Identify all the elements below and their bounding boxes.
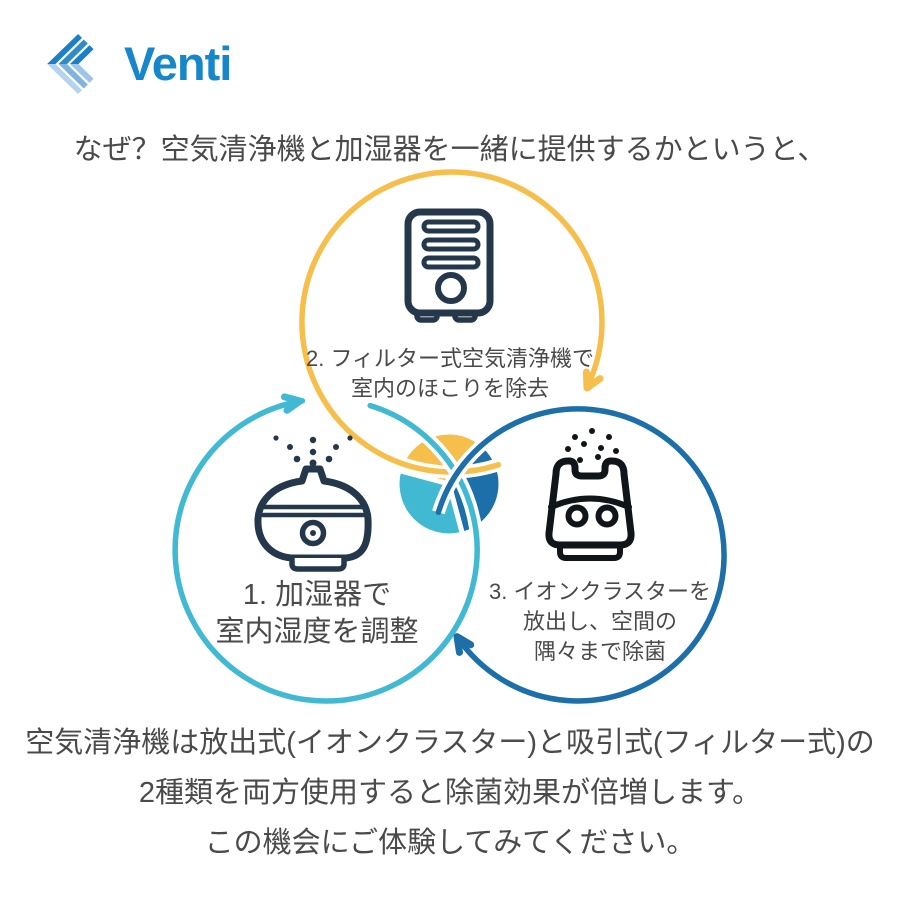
humidifier-icon	[254, 435, 372, 572]
cyan-arrowhead-icon	[281, 393, 304, 414]
step-3-label-line-2: 放出し、空間の	[522, 609, 677, 634]
step-2-label-line-1: 2. フィルター式空気清浄機で	[305, 346, 595, 371]
step-2-label-line-2: 室内のほこりを除去	[350, 376, 549, 401]
ion-dots	[565, 428, 619, 463]
step-3-label-line-1: 3. イオンクラスターを	[488, 579, 712, 604]
footer-line-1: 空気清浄機は放出式(イオンクラスター)と吸引式(フィルター式)の	[25, 727, 875, 759]
venti-logo-icon	[47, 34, 109, 94]
air-purifier-icon	[404, 208, 494, 323]
step-1-label-line-1: 1. 加湿器で	[242, 579, 392, 611]
ion-cluster-icon	[545, 428, 635, 561]
brand-name: Venti	[124, 37, 232, 90]
footer-description: 空気清浄機は放出式(イオンクラスター)と吸引式(フィルター式)の 2種類を両方使…	[0, 718, 900, 868]
step-3-label-line-3: 隅々まで除菌	[533, 639, 666, 664]
mist-dots	[273, 435, 353, 467]
step-1-label-line-2: 室内湿度を調整	[215, 616, 419, 648]
page-title: なぜ？空気清浄機と加湿器を一緒に提供するかというと、	[73, 134, 827, 166]
yellow-cycle-arrow	[295, 165, 609, 479]
step-3-label: 3. イオンクラスターを 放出し、空間の 隅々まで除菌	[489, 577, 711, 667]
yellow-arrowhead-icon	[582, 368, 604, 392]
step-1-label: 1. 加湿器で 室内湿度を調整	[215, 577, 418, 651]
footer-line-2: 2種類を両方使用すると除菌効果が倍増します。	[138, 777, 762, 809]
step-2-label: 2. フィルター式空気清浄機で 室内のほこりを除去	[306, 344, 594, 404]
footer-line-3: この機会にご体験してみてください。	[204, 827, 696, 859]
blue-arrowhead-icon	[453, 633, 475, 656]
cyan-cycle-arrow	[168, 393, 484, 708]
brand-logo: Venti	[46, 33, 232, 95]
blue-cycle-arrow	[432, 402, 731, 708]
